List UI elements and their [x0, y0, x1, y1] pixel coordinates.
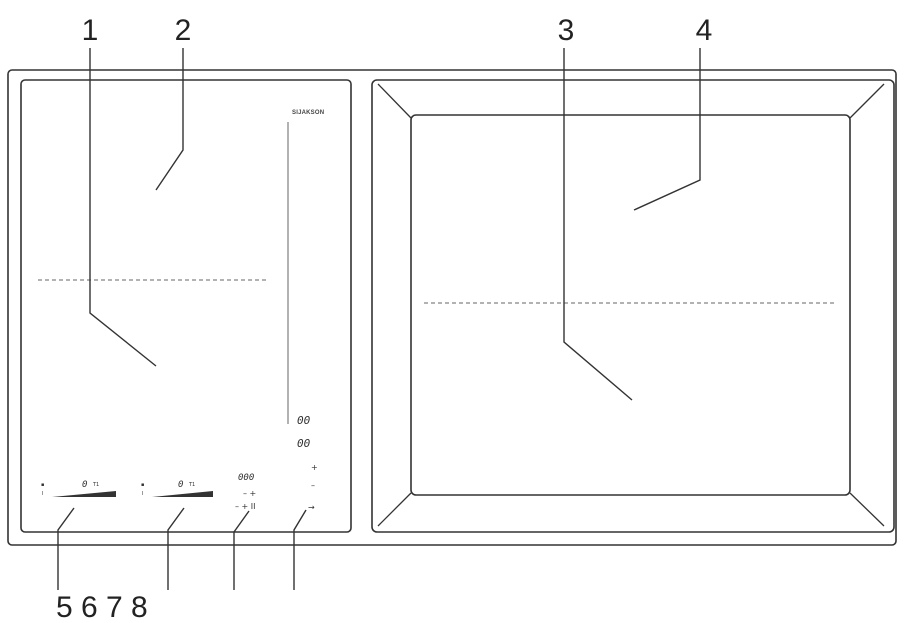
program-display: 000 [238, 473, 254, 483]
corner-line-bottom-right [849, 492, 885, 527]
zone-display-right: 0 [178, 480, 183, 490]
zone-display-right-unit: T1 [188, 482, 195, 488]
program-row-1[interactable]: – + [243, 489, 256, 498]
power-slider-right[interactable] [152, 491, 213, 497]
callout-2: 2 [175, 14, 192, 47]
leader-line-2 [155, 48, 184, 191]
corner-line-bottom-left [377, 492, 412, 527]
corner-line-top-left [377, 83, 412, 119]
brand-logo: SIJAKSON [292, 110, 324, 116]
zone-icon-right: ▪ [141, 482, 144, 488]
leader-line-4 [633, 48, 701, 211]
zone-icon-left: ▪ [41, 482, 44, 488]
timer-arrow-button[interactable]: → [308, 503, 315, 512]
timer-minus-button[interactable]: – [311, 481, 315, 490]
callout-1: 1 [82, 14, 99, 47]
timer-plus-button[interactable]: + [311, 463, 318, 472]
program-row-2[interactable]: – + II [235, 502, 256, 511]
leader-line-5 [57, 507, 75, 590]
timer-display-top: 00 [297, 414, 311, 427]
leader-line-7 [233, 510, 250, 590]
callout-4: 4 [696, 14, 713, 47]
leader-line-3 [563, 48, 633, 401]
right-module-outer [371, 79, 895, 533]
right-module-inner [410, 114, 851, 496]
power-slider-left[interactable] [52, 491, 116, 497]
zone-display-left: 0 [82, 480, 87, 490]
leader-line-6 [167, 507, 185, 590]
callout-3: 3 [558, 14, 575, 47]
bottom-callouts: 5 6 7 8 [56, 591, 148, 623]
leader-line-1 [89, 48, 157, 367]
corner-line-top-right [849, 83, 885, 119]
leader-line-8 [293, 509, 307, 590]
zone-display-left-unit: T1 [92, 482, 99, 488]
timer-display-bottom: 00 [297, 437, 311, 450]
cooktop-outer-frame [7, 69, 897, 546]
left-module-panel [20, 79, 352, 533]
zone-icon-right-lower: I [142, 491, 143, 497]
zone-icon-left-lower: I [42, 491, 43, 497]
